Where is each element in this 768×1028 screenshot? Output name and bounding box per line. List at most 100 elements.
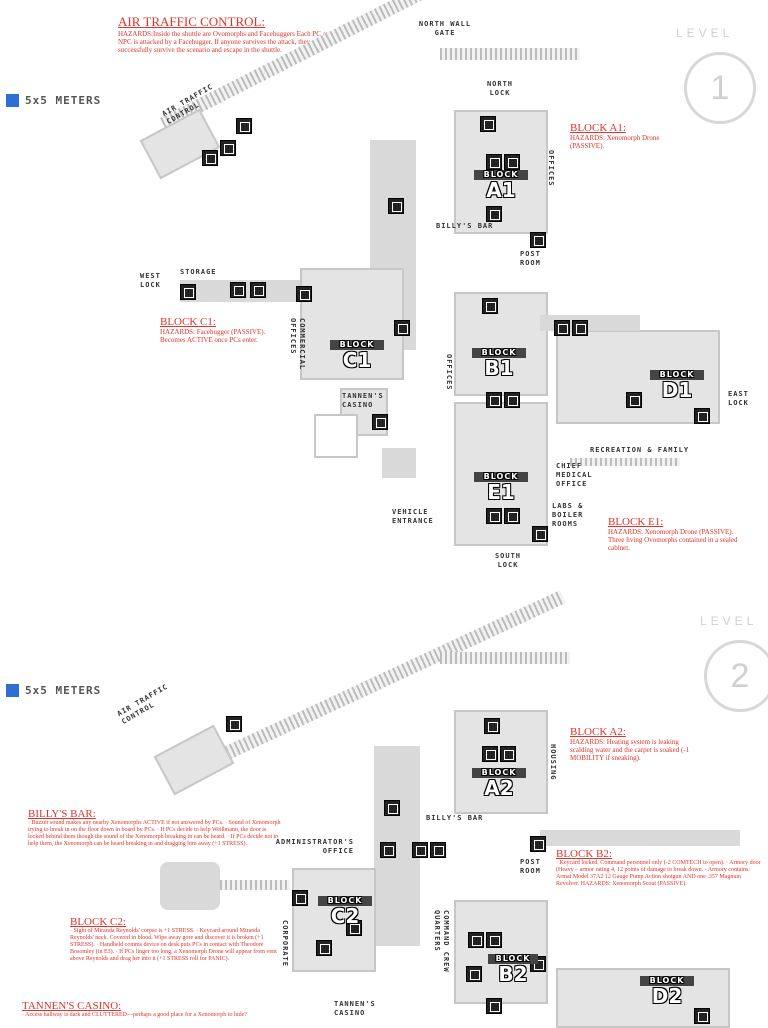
terminal-icon[interactable]: [500, 746, 516, 762]
block-b1-room[interactable]: [454, 292, 548, 396]
label-post-room: POST ROOM: [520, 250, 541, 267]
label-vehicle-entrance: VEHICLE ENTRANCE: [392, 508, 434, 525]
side-room[interactable]: [314, 414, 358, 458]
terminal-icon[interactable]: [466, 966, 482, 982]
air-traffic-title: AIR TRAFFIC CONTROL:: [118, 14, 266, 29]
air-traffic-text: HAZARDS:Inside the shuttle are Ovomorphs…: [118, 30, 333, 54]
terminal-icon[interactable]: [486, 508, 502, 524]
terminal-icon[interactable]: [484, 718, 500, 734]
air-traffic-room[interactable]: [139, 108, 221, 180]
label-administrators-office: ADMINISTRATOR'S OFFICE: [275, 838, 354, 855]
block-a1-note: BLOCK A1: HAZARDS: Xenomorph Drone (PASS…: [570, 122, 690, 150]
block-c1-title: BLOCK C1:: [160, 316, 216, 328]
terminal-icon[interactable]: [482, 298, 498, 314]
label-corporate: CORPORATE: [281, 920, 289, 967]
label-south-lock: SOUTH LOCK: [494, 552, 522, 569]
block-b2-title: BLOCK B2:: [556, 848, 612, 860]
west-pad-2: [160, 862, 220, 910]
level-number-badge-2: 2: [704, 640, 768, 712]
label-east-lock: EAST LOCK: [728, 390, 749, 407]
terminal-icon[interactable]: [532, 526, 548, 542]
terminal-icon[interactable]: [384, 800, 400, 816]
level-heading-2: LEVEL: [700, 614, 758, 628]
label-command-crew-quarters: COMMAND CREW QUARTERS: [433, 910, 450, 973]
block-a2-title: BLOCK A2:: [570, 726, 626, 738]
billys-bar-text: · Buzzer sound makes any nearby Xenomorp…: [28, 820, 281, 847]
terminal-icon[interactable]: [482, 746, 498, 762]
terminal-icon[interactable]: [388, 198, 404, 214]
block-b2-room[interactable]: [454, 900, 548, 1004]
terminal-icon[interactable]: [468, 932, 484, 948]
block-a2-text: HAZARDS: Heating system is leaking scald…: [570, 738, 690, 762]
terminal-icon[interactable]: [486, 932, 502, 948]
terminal-icon[interactable]: [694, 408, 710, 424]
terminal-icon[interactable]: [292, 890, 308, 906]
label-labs-boiler: LABS & BOILER ROOMS: [552, 502, 584, 528]
terminal-icon[interactable]: [236, 118, 252, 134]
terminal-icon[interactable]: [316, 940, 332, 956]
terminal-icon[interactable]: [346, 920, 362, 936]
west-rail-2: [220, 880, 290, 890]
block-b2-text: · Keycard locked. Command personnel only…: [556, 860, 761, 887]
label-commercial-offices: COMMERCIAL OFFICES: [289, 318, 306, 371]
block-c1-text: HAZARDS: Facehugger (PASSIVE). Becomes A…: [160, 328, 266, 344]
block-e1-note: BLOCK E1: HAZARDS: Xenomorph Drone (PASS…: [608, 516, 738, 552]
terminal-icon[interactable]: [504, 508, 520, 524]
terminal-icon[interactable]: [202, 150, 218, 166]
terminal-icon[interactable]: [530, 836, 546, 852]
terminal-icon[interactable]: [486, 206, 502, 222]
label-billys-bar: BILLY'S BAR: [436, 222, 494, 230]
terminal-icon[interactable]: [504, 392, 520, 408]
terminal-icon[interactable]: [430, 842, 446, 858]
label-offices-b: OFFICES: [445, 354, 453, 391]
label-chief-medical: CHIEF MEDICAL OFFICE: [556, 462, 593, 488]
tannens-casino-text: · Access hallway is dark and CLUTTERED—p…: [22, 1012, 247, 1018]
block-c2-note: BLOCK C2: · Sight of Miranda Reynolds' c…: [70, 916, 280, 963]
terminal-icon[interactable]: [230, 282, 246, 298]
block-c2-room[interactable]: [292, 868, 376, 972]
air-traffic-note: AIR TRAFFIC CONTROL: HAZARDS:Inside the …: [118, 14, 343, 54]
terminal-icon[interactable]: [554, 320, 570, 336]
terminal-icon[interactable]: [296, 286, 312, 302]
terminal-icon[interactable]: [694, 1008, 710, 1024]
block-a2-note: BLOCK A2: HAZARDS: Heating system is lea…: [570, 726, 700, 762]
block-c1-room[interactable]: [300, 268, 404, 380]
terminal-icon[interactable]: [250, 282, 266, 298]
terminal-icon[interactable]: [480, 116, 496, 132]
terminal-icon[interactable]: [180, 284, 196, 300]
billys-bar-note: BILLY'S BAR: · Buzzer sound makes any ne…: [28, 808, 283, 848]
terminal-icon[interactable]: [504, 154, 520, 170]
block-a2-room[interactable]: [454, 710, 548, 814]
north-wall-rail-2: [440, 652, 570, 664]
scale-square-icon: [6, 94, 19, 107]
terminal-icon[interactable]: [226, 716, 242, 732]
terminal-icon[interactable]: [394, 320, 410, 336]
tannens-casino-title: TANNEN'S CASINO:: [22, 1000, 122, 1012]
billys-bar-title: BILLY'S BAR:: [28, 808, 96, 820]
level-heading: LEVEL: [676, 26, 734, 40]
terminal-icon[interactable]: [486, 154, 502, 170]
block-e1-title: BLOCK E1:: [608, 516, 664, 528]
terminal-icon[interactable]: [380, 842, 396, 858]
block-c2-title: BLOCK C2:: [70, 916, 126, 928]
terminal-icon[interactable]: [572, 320, 588, 336]
label-north-wall-gate: NORTH WALL GATE: [418, 20, 472, 37]
terminal-icon[interactable]: [530, 232, 546, 248]
label-offices: OFFICES: [547, 150, 555, 187]
label-air-traffic-control-2: AIR TRAFFIC CONTROL: [115, 682, 170, 726]
terminal-icon[interactable]: [486, 392, 502, 408]
block-b2-note: BLOCK B2: · Keycard locked. Command pers…: [556, 848, 764, 888]
terminal-icon[interactable]: [626, 392, 642, 408]
air-traffic-room-2[interactable]: [153, 724, 235, 796]
terminal-icon[interactable]: [372, 414, 388, 430]
terminal-icon[interactable]: [486, 998, 502, 1014]
terminal-icon[interactable]: [412, 842, 428, 858]
block-a1-title: BLOCK A1:: [570, 122, 626, 134]
recreation-rail: [570, 458, 680, 466]
terminal-icon[interactable]: [220, 140, 236, 156]
